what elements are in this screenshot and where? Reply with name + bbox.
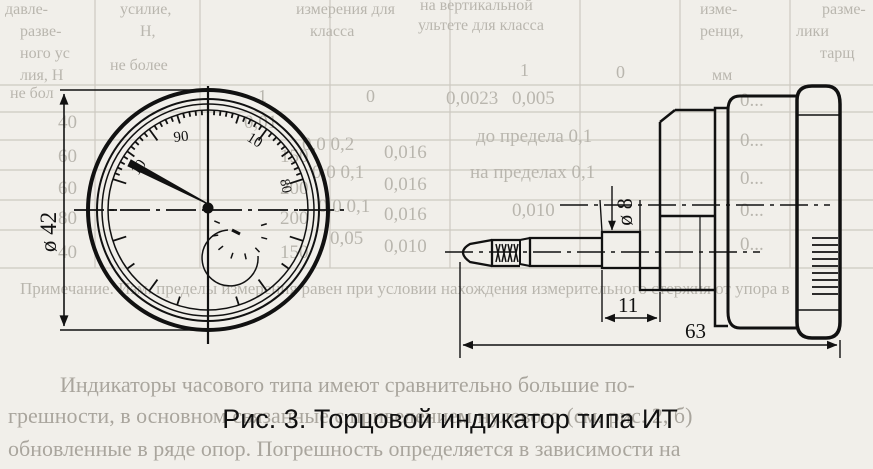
bg-r4-c4: 0,0 0,1	[318, 196, 370, 217]
dial-scale-label-10-right: 10	[244, 130, 265, 152]
bg-r5-c3: 0,010	[384, 236, 427, 257]
dial-tick-marks	[108, 110, 308, 310]
dial-scale-label-90: 90	[173, 128, 190, 145]
bg-r4-c3: 0,016	[384, 204, 427, 225]
bg-header-9: ного ус	[20, 45, 70, 62]
dial-diameter-label: ø 42	[36, 212, 61, 252]
measuring-spindle	[528, 236, 602, 268]
bg-header-2: давле-	[5, 1, 48, 18]
bg-colnum-2: 1	[258, 86, 267, 106]
bg-r4-c2: 200	[280, 208, 309, 229]
bg-r5-c5: 0...	[740, 234, 764, 255]
bg-r2-c6: 0...	[740, 130, 764, 151]
side-sleeve	[658, 216, 715, 292]
bg-text-line-3: обновленные в ряде опор. Погрешность опр…	[8, 436, 681, 461]
bg-header-3: усилие,	[120, 1, 171, 18]
bg-header-13: ренця,	[700, 23, 744, 40]
side-bezel	[795, 84, 842, 340]
measuring-tip	[461, 238, 493, 268]
bg-text-line-1: Индикаторы часового типа имеют сравнител…	[60, 372, 635, 397]
stem-diameter-label: ø 8	[612, 198, 637, 226]
bg-header-16: не более	[110, 57, 168, 74]
bg-r5-c4: 0,05	[330, 228, 363, 249]
indicator-side-view	[445, 84, 842, 358]
bg-r3-c5: на пределах 0,1	[470, 162, 595, 183]
side-lug	[638, 266, 662, 292]
bg-r2-c3: 0,016	[384, 142, 427, 163]
bg-header-15: лия, Н	[20, 67, 64, 84]
bg-colnum-3: 0	[616, 62, 625, 82]
measuring-tip-holder	[490, 238, 520, 268]
bg-r3-c6: 0...	[740, 168, 764, 189]
dial-needle	[127, 159, 213, 207]
measuring-stem	[600, 230, 642, 270]
bg-header-14: тарщ	[820, 45, 855, 62]
bg-header-8: лики	[796, 23, 829, 40]
length-63-label: 63	[685, 319, 706, 343]
length-11-label: 11	[618, 293, 638, 317]
bg-header-18: не бол	[10, 85, 54, 102]
bg-r3-c2: 200	[280, 178, 309, 199]
bg-header-1: разме-	[822, 1, 866, 18]
bg-header-10: H,	[140, 23, 156, 40]
bg-colnum-4: 1	[520, 60, 529, 80]
bg-header-7: развe-	[20, 23, 61, 40]
bg-header-17: мм	[712, 67, 732, 84]
dial-front-view	[59, 86, 350, 344]
bg-header-11: класса	[310, 23, 354, 40]
revolution-counter	[201, 229, 259, 287]
figure-caption: Рис. 3. Торцовой индикатор типа ИТ	[222, 404, 678, 434]
bg-r3-c3: 0,016	[384, 174, 427, 195]
side-neck	[713, 106, 728, 328]
bg-r4-c5: 0,010	[512, 200, 555, 221]
bg-header-4: измерения для	[296, 1, 396, 18]
bezel-knurling	[812, 237, 838, 295]
bg-header-6: изме-	[700, 1, 737, 18]
bg-text-line-2: грешности, в основном связанные с привед…	[8, 403, 693, 428]
dial-needle-hub	[202, 202, 214, 214]
bg-header-5: на вертикальной	[420, 0, 533, 14]
bg-r2-c5: до предела 0,1	[476, 126, 592, 147]
bg-r1-c4: 0,005	[512, 88, 555, 109]
bg-r2-c4: 0,0 0,2	[302, 134, 354, 155]
background-table: разме- давле- усилие, измерения для на в…	[0, 0, 873, 298]
bg-footnote: Примечание. Изм. пределы измерения равен…	[20, 279, 790, 298]
side-case-body	[726, 94, 797, 330]
bg-header-12: ультете для класса	[418, 17, 544, 34]
bg-r1-c3: 0,0023	[446, 88, 498, 109]
dial-scale-label-80: 80	[276, 178, 294, 195]
bg-colnum-1: 0	[366, 86, 375, 106]
